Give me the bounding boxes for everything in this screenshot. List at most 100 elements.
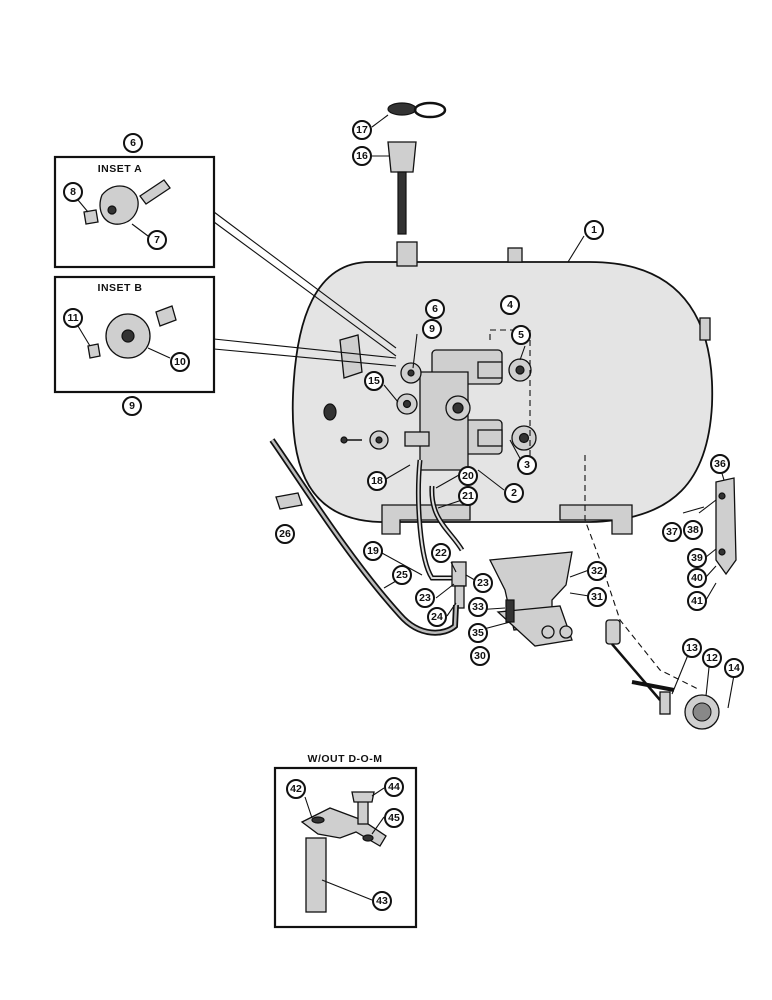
- svg-text:45: 45: [388, 812, 400, 824]
- callout-7: 7: [147, 230, 167, 250]
- callout-31: 31: [587, 587, 607, 607]
- callout-17: 17: [352, 120, 372, 140]
- svg-text:33: 33: [472, 601, 484, 613]
- callout-23-right: 23: [473, 573, 493, 593]
- callout-1: 1: [584, 220, 604, 240]
- callouts: 1 2 3 4 5 6 6 7 8 9 9 10 11 12 13 14 15 …: [63, 120, 744, 911]
- svg-text:3: 3: [524, 459, 530, 471]
- lp-tank: [291, 241, 714, 535]
- svg-text:31: 31: [591, 591, 603, 603]
- svg-text:18: 18: [371, 475, 383, 487]
- svg-text:23: 23: [477, 577, 489, 589]
- leader-lines: [213, 114, 735, 709]
- svg-text:24: 24: [431, 611, 443, 623]
- callout-19: 19: [363, 541, 383, 561]
- lever-arm: [715, 477, 737, 576]
- svg-text:22: 22: [435, 547, 447, 559]
- svg-text:35: 35: [472, 627, 484, 639]
- svg-text:38: 38: [687, 524, 699, 536]
- valve-manifold: [340, 329, 537, 471]
- callout-5: 5: [511, 325, 531, 345]
- svg-text:9: 9: [129, 400, 135, 412]
- inset-c-title: W/OUT D-O-M: [308, 753, 383, 765]
- svg-text:42: 42: [290, 783, 302, 795]
- svg-text:14: 14: [728, 662, 740, 674]
- callout-4: 4: [500, 295, 520, 315]
- svg-text:5: 5: [518, 329, 524, 341]
- mounting-bracket: [488, 551, 573, 647]
- svg-text:25: 25: [396, 569, 408, 581]
- callout-30: 30: [470, 646, 490, 666]
- svg-text:30: 30: [474, 650, 486, 662]
- svg-text:43: 43: [376, 895, 388, 907]
- svg-text:6: 6: [432, 303, 438, 315]
- callout-39: 39: [687, 548, 707, 568]
- svg-text:37: 37: [666, 526, 678, 538]
- callout-10: 10: [170, 352, 190, 372]
- svg-text:44: 44: [388, 781, 400, 793]
- inset-b: INSET B: [53, 275, 216, 394]
- callout-18: 18: [367, 471, 387, 491]
- svg-text:2: 2: [511, 487, 517, 499]
- callout-3: 3: [517, 455, 537, 475]
- callout-44: 44: [384, 777, 404, 797]
- inset-a: INSET A: [53, 155, 216, 269]
- svg-text:21: 21: [462, 490, 474, 502]
- svg-text:15: 15: [368, 375, 380, 387]
- callout-6-inset: 6: [123, 133, 143, 153]
- callout-33: 33: [468, 597, 488, 617]
- svg-text:40: 40: [691, 572, 703, 584]
- svg-text:13: 13: [686, 642, 698, 654]
- svg-text:20: 20: [462, 470, 474, 482]
- callout-36: 36: [710, 454, 730, 474]
- svg-text:7: 7: [154, 234, 160, 246]
- callout-37: 37: [662, 522, 682, 542]
- callout-38: 38: [683, 520, 703, 540]
- callout-42: 42: [286, 779, 306, 799]
- callout-23-left: 23: [415, 588, 435, 608]
- fill-valve: [387, 101, 447, 235]
- callout-11: 11: [63, 308, 83, 328]
- callout-9-inset: 9: [122, 396, 142, 416]
- fuel-gauge-sender: [584, 455, 720, 730]
- callout-15: 15: [364, 371, 384, 391]
- callout-25: 25: [392, 565, 412, 585]
- callout-35: 35: [468, 623, 488, 643]
- hose-assembly: [269, 438, 467, 636]
- callout-2: 2: [504, 483, 524, 503]
- svg-text:9: 9: [429, 323, 435, 335]
- svg-text:8: 8: [70, 186, 76, 198]
- svg-text:36: 36: [714, 458, 726, 470]
- callout-9: 9: [422, 319, 442, 339]
- svg-text:11: 11: [67, 312, 78, 324]
- svg-text:17: 17: [356, 124, 368, 136]
- callout-21: 21: [458, 486, 478, 506]
- svg-text:26: 26: [279, 528, 291, 540]
- inset-b-title: INSET B: [98, 282, 143, 294]
- svg-text:6: 6: [130, 137, 136, 149]
- callout-12: 12: [702, 648, 722, 668]
- callout-8: 8: [63, 182, 83, 202]
- svg-text:41: 41: [691, 595, 703, 607]
- svg-text:32: 32: [591, 565, 603, 577]
- callout-6: 6: [425, 299, 445, 319]
- callout-26: 26: [275, 524, 295, 544]
- callout-41: 41: [687, 591, 707, 611]
- callout-14: 14: [724, 658, 744, 678]
- callout-20: 20: [458, 466, 478, 486]
- svg-text:16: 16: [356, 150, 368, 162]
- inset-a-title: INSET A: [98, 163, 143, 175]
- callout-16: 16: [352, 146, 372, 166]
- svg-text:1: 1: [591, 224, 597, 236]
- callout-32: 32: [587, 561, 607, 581]
- callout-43: 43: [372, 891, 392, 911]
- svg-text:4: 4: [507, 299, 513, 311]
- svg-text:23: 23: [419, 592, 431, 604]
- svg-text:12: 12: [706, 652, 718, 664]
- callout-45: 45: [384, 808, 404, 828]
- svg-text:19: 19: [367, 545, 379, 557]
- callout-40: 40: [687, 568, 707, 588]
- svg-text:39: 39: [691, 552, 703, 564]
- svg-text:10: 10: [174, 356, 186, 368]
